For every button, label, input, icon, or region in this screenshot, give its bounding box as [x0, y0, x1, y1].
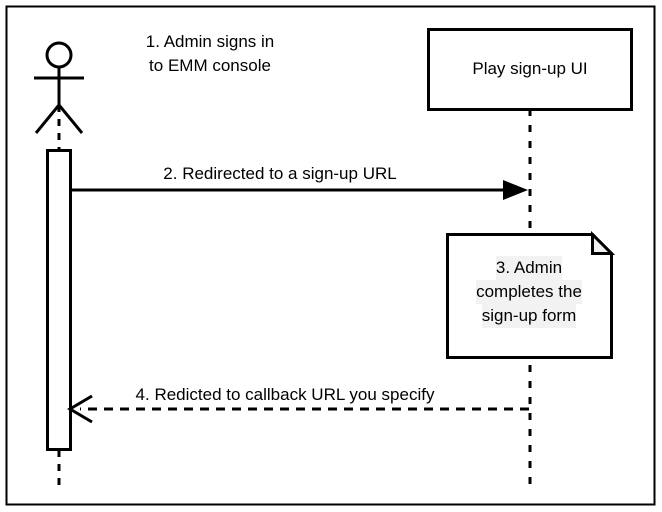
actor-leg-right	[57, 104, 84, 134]
note-label-line3: sign-up form	[481, 304, 577, 328]
actor-label-line2: to EMM console	[149, 56, 271, 75]
actor-label: 1. Admin signs in to EMM console	[95, 30, 325, 78]
message-2-label: 2. Redirected to a sign-up URL	[163, 164, 397, 183]
actor-leg-left	[34, 104, 61, 134]
message-4-label: 4. Redicted to callback URL you specify	[135, 385, 435, 404]
actor-head-icon	[45, 41, 73, 69]
note-fold-corner	[591, 230, 616, 255]
participant-box	[427, 28, 633, 111]
note-label-line2: completes the	[476, 280, 582, 304]
participant-label: Play sign-up UI	[472, 59, 588, 78]
note-label-line1: 3. Admin	[495, 256, 563, 280]
actor-figure	[34, 41, 84, 134]
page-border	[5, 5, 656, 506]
actor-activation-bar	[46, 149, 72, 451]
message-4-arrow	[67, 394, 529, 424]
message-2-arrow	[70, 180, 528, 200]
actor-label-line1: 1. Admin signs in	[145, 32, 275, 51]
message-4-arrowhead	[67, 394, 93, 424]
message-2-arrowhead	[503, 180, 528, 200]
